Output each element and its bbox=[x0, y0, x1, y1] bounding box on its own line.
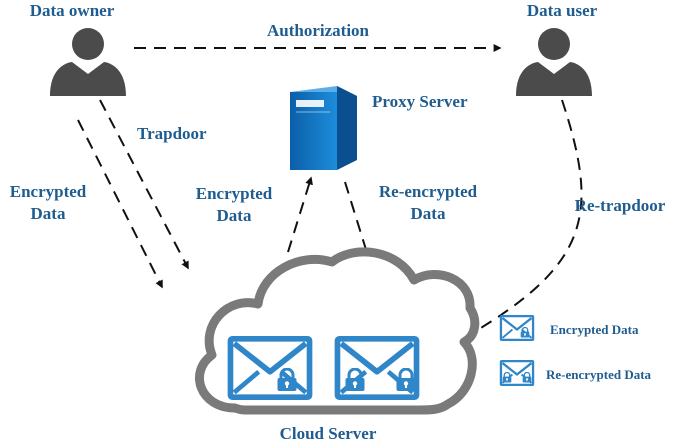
cloud-server-label: Cloud Server bbox=[280, 424, 377, 442]
proxy-server-label: Proxy Server bbox=[372, 92, 468, 111]
data-owner-label: Data owner bbox=[30, 1, 115, 20]
legend-encrypted-label: Encrypted Data bbox=[550, 322, 639, 337]
legend-reencrypted-label: Re-encrypted Data bbox=[546, 367, 652, 382]
encrypted-data-envelope-icon bbox=[230, 339, 309, 397]
data-owner-person-icon bbox=[50, 28, 126, 96]
trapdoor-arrow bbox=[99, 99, 189, 270]
proxy-to-cloud-arrow bbox=[344, 181, 370, 258]
retrapdoor-label: Re-trapdoor bbox=[575, 196, 666, 215]
trapdoor-label: Trapdoor bbox=[137, 124, 207, 143]
to-proxy-label-line2: Data bbox=[217, 206, 252, 225]
legend-encrypted-envelope-icon bbox=[499, 315, 535, 341]
proxy-server-tower-icon bbox=[290, 86, 357, 170]
owner-encrypted-data-arrow bbox=[77, 119, 163, 289]
reencrypted-data-envelope-icon bbox=[337, 339, 416, 397]
owner-encrypted-data-label-line2: Data bbox=[31, 204, 66, 223]
owner-encrypted-data-label-line1: Encrypted bbox=[10, 182, 87, 201]
retrapdoor-arrow bbox=[462, 99, 583, 339]
authorization-label: Authorization bbox=[267, 21, 370, 40]
to-proxy-label-line1: Encrypted bbox=[196, 184, 273, 203]
legend: Encrypted Data Re-encrypted Data bbox=[499, 315, 652, 386]
from-proxy-label-line2: Data bbox=[411, 204, 446, 223]
data-user-label: Data user bbox=[527, 1, 598, 20]
data-user-person-icon bbox=[516, 28, 592, 96]
cloud-to-proxy-arrow bbox=[287, 176, 313, 253]
from-proxy-label-line1: Re-encrypted bbox=[379, 182, 478, 201]
legend-reencrypted-envelope-icon bbox=[499, 360, 535, 386]
